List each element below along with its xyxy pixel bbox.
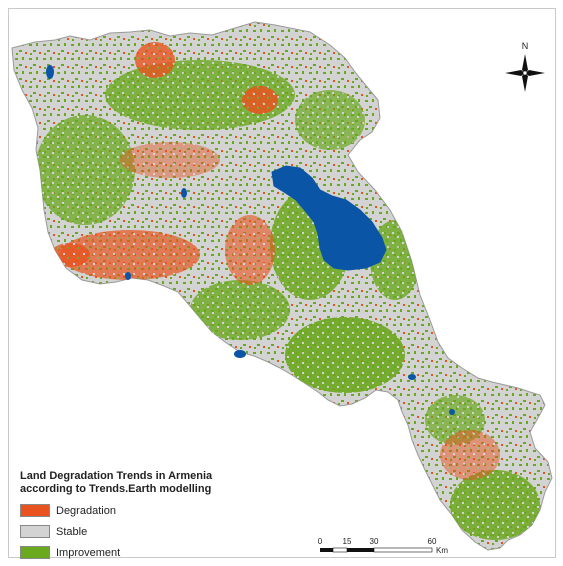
lake-small-south — [234, 350, 246, 358]
scale-unit: Km — [436, 546, 448, 555]
scale-tick-30: 30 — [370, 537, 379, 546]
improvement-zone-southwest — [190, 280, 290, 340]
lake-small-center — [181, 188, 187, 198]
legend-label-stable: Stable — [56, 525, 88, 538]
scale-bar: 0 15 30 60 Km — [318, 537, 449, 555]
north-arrow-star-east — [525, 70, 545, 76]
scale-tick-0: 0 — [318, 537, 323, 546]
legend: Land Degradation Trends in Armenia accor… — [20, 470, 260, 565]
improvement-swatch — [20, 546, 50, 559]
degradation-zone-northwest — [135, 42, 175, 78]
legend-item-degradation: Degradation — [20, 502, 260, 519]
improvement-zone-northeast — [295, 90, 365, 150]
improvement-zone-tail — [450, 470, 540, 540]
degradation-zone-southwest — [60, 230, 200, 280]
lake-small-tail — [449, 409, 455, 415]
lake-sevan — [271, 165, 387, 271]
north-arrow-star-north — [522, 54, 528, 73]
stable-swatch — [20, 525, 50, 538]
improvement-zone-west — [35, 115, 135, 225]
degradation-zone-mid — [120, 142, 220, 178]
north-arrow-star-south — [522, 73, 528, 92]
legend-item-stable: Stable — [20, 523, 260, 540]
lake-small-southwest — [125, 272, 131, 280]
legend-title: Land Degradation Trends in Armenia accor… — [20, 470, 260, 496]
legend-title-line2: according to Trends.Earth modelling — [20, 483, 212, 495]
degradation-zone-tail — [440, 430, 500, 480]
armenia-land — [11, 21, 553, 551]
improvement-zone-south — [285, 317, 405, 393]
scale-tick-15: 15 — [343, 537, 352, 546]
scale-tick-60: 60 — [428, 537, 437, 546]
north-arrow-star-west — [505, 70, 525, 76]
north-arrow: N — [505, 41, 545, 92]
land-cover-patches — [35, 42, 540, 540]
legend-label-improvement: Improvement — [56, 546, 121, 559]
degradation-zone-center — [225, 215, 275, 285]
degradation-swatch — [20, 504, 50, 517]
degradation-zone-southwest-edge — [50, 243, 90, 267]
lake-small-southeast — [408, 374, 416, 380]
legend-item-improvement: Improvement — [20, 544, 260, 561]
degradation-zone-north — [242, 86, 278, 114]
lake-small-northwest — [46, 65, 54, 79]
legend-label-degradation: Degradation — [56, 504, 116, 517]
north-arrow-label: N — [522, 41, 529, 51]
legend-title-line1: Land Degradation Trends in Armenia — [20, 470, 213, 482]
